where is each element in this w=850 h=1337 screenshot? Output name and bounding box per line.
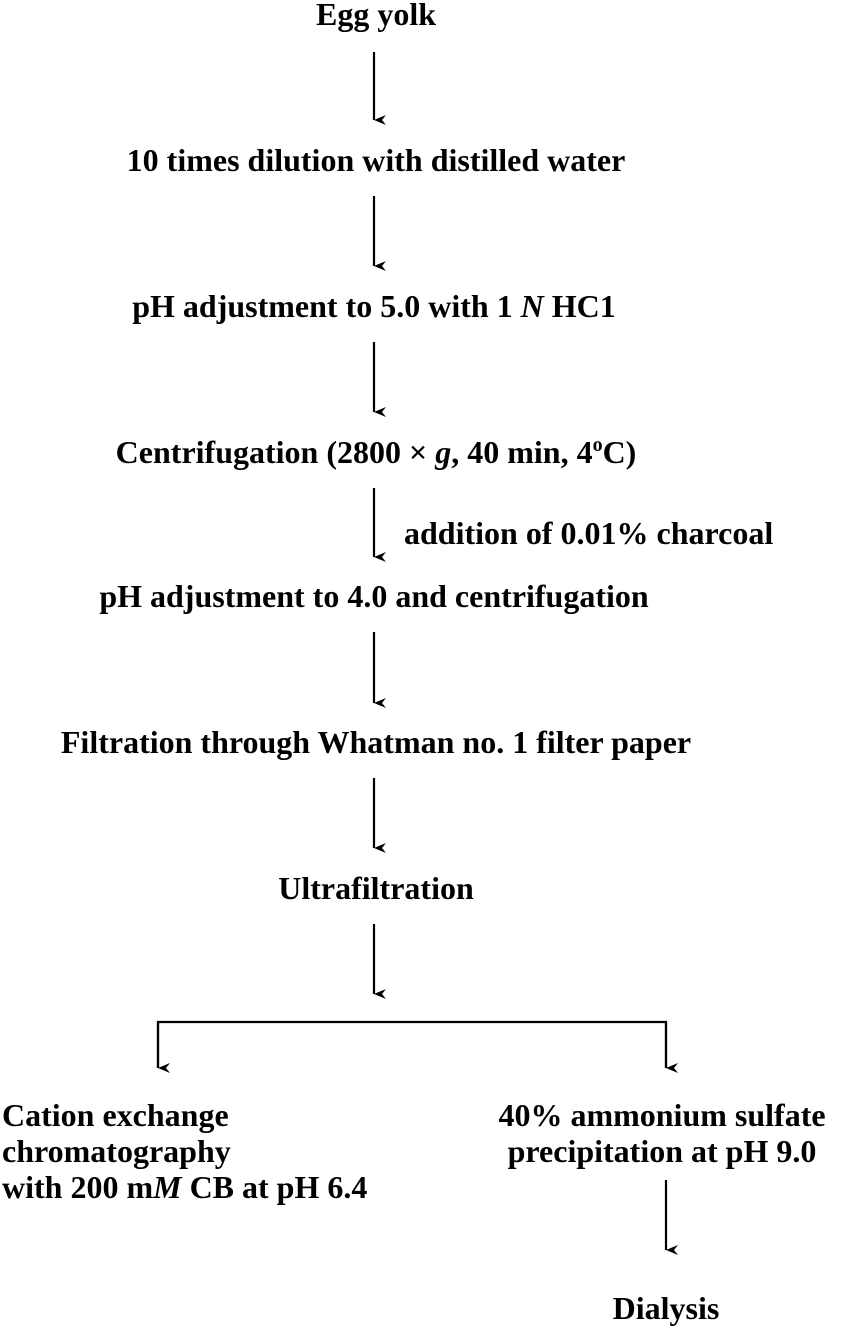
step-ph5-normality: N <box>520 288 544 324</box>
branch-ammonium-sulfate: 40% ammonium sulfate precipitation at pH… <box>498 1097 825 1169</box>
step-dilution-label: 10 times dilution with distilled water <box>126 142 626 178</box>
step-ph4-label: pH adjustment to 4.0 and centrifugation <box>99 578 649 614</box>
step-dialysis-label: Dialysis <box>612 1290 720 1326</box>
step-centrifugation: Centrifugation (2800 × g, 40 min, 4oC) <box>116 434 637 470</box>
cation-molarity-unit: M <box>153 1169 182 1205</box>
step-ultrafiltration-label: Ultrafiltration <box>278 870 474 906</box>
step-cent-text-pre: Centrifugation (2800 × <box>115 434 436 470</box>
step-dialysis: Dialysis <box>613 1290 720 1326</box>
step-ph5-text-post: HC1 <box>543 288 616 324</box>
ammonium-line-2: precipitation at pH 9.0 <box>507 1133 817 1169</box>
step-filtration: Filtration through Whatman no. 1 filter … <box>61 724 691 760</box>
cation-line-3-post: CB at pH 6.4 <box>181 1169 368 1205</box>
step-cent-degree: o <box>592 434 603 456</box>
step-egg-yolk-label: Egg yolk <box>315 0 437 32</box>
cation-line-3: with 200 mM CB at pH 6.4 <box>2 1169 367 1205</box>
step-cent-g: g <box>435 434 452 470</box>
step-cent-text-post: C) <box>602 434 637 470</box>
branch-cation-exchange: Cation exchange chromatography with 200 … <box>2 1097 367 1205</box>
cation-line-3-pre: with 200 m <box>2 1169 154 1205</box>
cation-line-1: Cation exchange <box>2 1097 229 1133</box>
step-ultrafiltration: Ultrafiltration <box>278 870 474 906</box>
step-cent-text-mid: , 40 min, 4 <box>451 434 593 470</box>
step-ph5-text-pre: pH adjustment to 5.0 with 1 <box>132 288 521 324</box>
annotation-charcoal-label: addition of 0.01% charcoal <box>404 515 774 551</box>
step-filtration-label: Filtration through Whatman no. 1 filter … <box>60 724 692 760</box>
annotation-charcoal: addition of 0.01% charcoal <box>404 515 773 551</box>
step-ph-adjust-5: pH adjustment to 5.0 with 1 N HC1 <box>132 288 616 324</box>
ammonium-line-1: 40% ammonium sulfate <box>498 1097 826 1133</box>
cation-line-2: chromatography <box>2 1133 231 1169</box>
step-egg-yolk: Egg yolk <box>316 0 436 32</box>
step-ph-adjust-4: pH adjustment to 4.0 and centrifugation <box>99 578 648 614</box>
split-bracket <box>156 1020 668 1068</box>
step-dilution: 10 times dilution with distilled water <box>127 142 626 178</box>
